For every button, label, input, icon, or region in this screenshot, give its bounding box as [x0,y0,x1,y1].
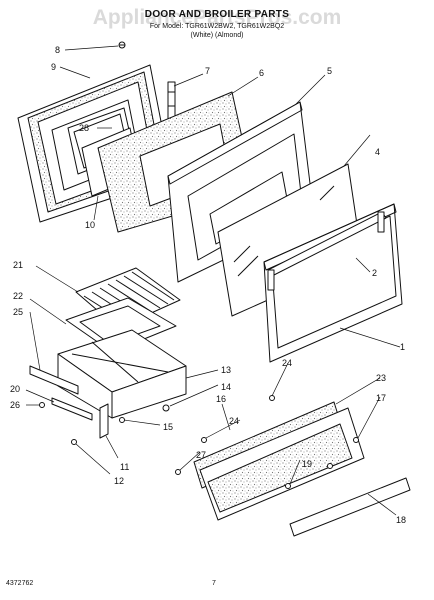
screw-12 [71,439,77,445]
variant-line: (White) (Almond) [190,32,244,39]
callout-24-mid: 24 [229,416,239,426]
callout-labels: 1 2 4 5 6 7 8 9 10 11 12 13 14 15 16 17 … [10,45,406,525]
callout-19: 19 [302,459,312,469]
callout-20: 20 [10,384,20,394]
callout-25: 25 [13,307,23,317]
callout-12: 12 [114,476,124,486]
callout-5: 5 [327,66,332,76]
doc-number: 4372762 [6,580,34,587]
callout-9: 9 [51,62,56,72]
callout-14: 14 [221,382,231,392]
screw-17 [353,437,359,443]
screw-19a [285,483,291,489]
callout-4: 4 [375,147,380,157]
page-number: 7 [212,580,216,587]
callout-17: 17 [376,393,386,403]
drawer-trim [289,477,411,537]
drawer-rail [29,365,79,395]
screw-19b [327,463,333,469]
callout-7: 7 [205,66,210,76]
callout-28: 28 [79,123,89,133]
screw [118,41,126,49]
clip [162,404,170,412]
clip-15 [119,417,125,423]
watermark: AppliancePartsPros.com [92,6,342,29]
model-line: For Model: TGR61W2BW2, TGR61W2BQ2 [149,23,285,30]
callout-18: 18 [396,515,406,525]
callout-1: 1 [400,342,405,352]
bracket [99,403,109,439]
callout-13: 13 [221,365,231,375]
screw-24-top [269,395,275,401]
callout-2: 2 [372,268,377,278]
drawer-slide [51,397,93,421]
callout-27: 27 [196,450,206,460]
callout-16: 16 [216,394,226,404]
callout-8: 8 [55,45,60,55]
callout-21: 21 [13,260,23,270]
callout-26: 26 [10,400,20,410]
page-title: DOOR AND BROILER PARTS [144,9,290,20]
callout-24-top: 24 [282,358,292,368]
screw-27 [175,469,181,475]
callout-10: 10 [85,220,95,230]
screw-24-mid [201,437,207,443]
callout-11: 11 [120,462,129,472]
screw-26 [39,402,45,408]
callout-6: 6 [259,68,264,78]
callout-23: 23 [376,373,386,383]
callout-15: 15 [163,422,173,432]
callout-22: 22 [13,291,23,301]
broiler-drawer [57,329,187,419]
door-frame [263,203,403,363]
drawer-front-panel [199,407,365,521]
outer-door-panel [167,101,315,283]
door-trim [267,211,387,291]
